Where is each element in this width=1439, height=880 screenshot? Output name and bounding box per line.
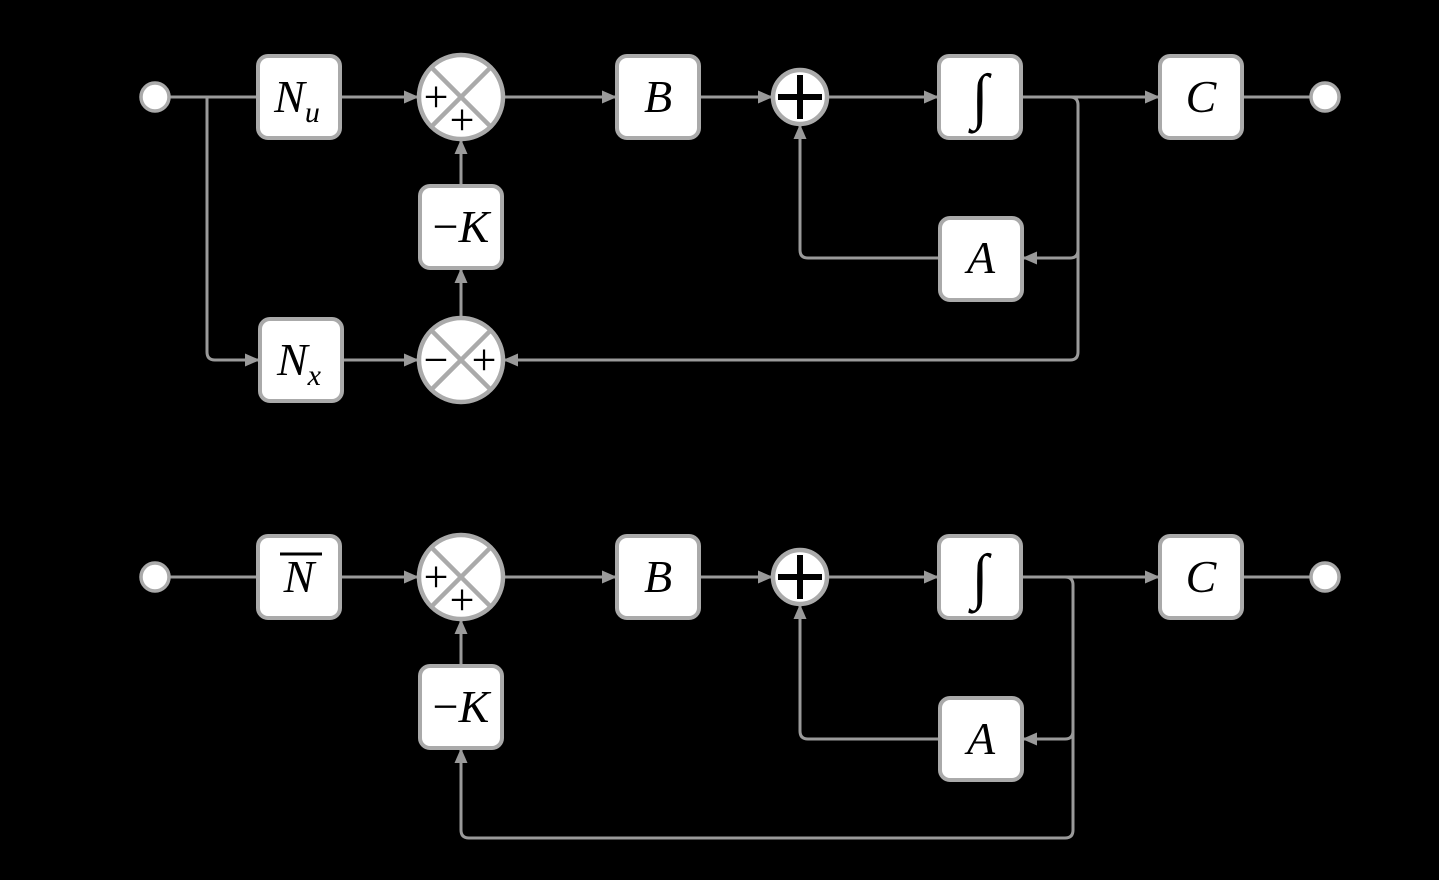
block-b-label: B — [644, 71, 672, 122]
block-nx-box — [258, 317, 344, 403]
cross-icon — [429, 545, 493, 609]
block-b-box — [615, 54, 701, 140]
block-nu-box — [256, 54, 342, 140]
cross-icon — [429, 65, 493, 129]
block-integrator: ∫ — [937, 534, 1023, 620]
sum-sign-right: + — [472, 336, 497, 385]
wire-a-to-plus-junction — [793, 604, 940, 741]
sum-junction-error: − + — [416, 315, 506, 405]
cross-icon — [429, 328, 493, 392]
block-nbar: N — [256, 534, 342, 620]
wire-state-feedback-to-error-sum — [503, 95, 1080, 367]
wire-a-to-plus-junction — [793, 124, 940, 260]
sum-sign-left: − — [424, 336, 449, 385]
block-c: C — [1158, 54, 1244, 140]
integrator-icon: ∫ — [968, 543, 993, 614]
block-c: C — [1158, 534, 1244, 620]
block-nu-label: Nu — [273, 71, 320, 129]
block-nx: Nx — [258, 317, 344, 403]
sum-junction-plant — [770, 67, 830, 127]
block-a-box — [938, 696, 1024, 782]
plus-icon — [778, 75, 822, 119]
block-b-label: B — [644, 551, 672, 602]
block-a: A — [938, 216, 1024, 302]
block-minus-k: −K — [418, 184, 504, 270]
output-port — [1309, 561, 1341, 593]
block-nbar-label: N — [283, 551, 317, 602]
wire-input-branch-to-nx — [205, 97, 260, 367]
sum-sign-bottom: + — [450, 96, 475, 145]
block-c-label: C — [1186, 71, 1218, 122]
block-minus-k-label: −K — [433, 681, 492, 732]
block-nbar-box — [256, 534, 342, 620]
input-port — [139, 81, 171, 113]
block-integrator-box — [937, 54, 1023, 140]
block-nu: Nu — [256, 54, 342, 140]
sum-junction-mix: + + — [416, 532, 506, 625]
bottom-diagram: N −K B ∫ A C + + — [139, 532, 1341, 840]
block-a: A — [938, 696, 1024, 782]
wire-state-feedback-to-minus-k — [454, 575, 1075, 840]
block-minus-k-box — [418, 664, 504, 750]
block-c-box — [1158, 54, 1244, 140]
block-b: B — [615, 534, 701, 620]
sum-junction-mix: + + — [416, 52, 506, 145]
sum-junction-plant — [770, 547, 830, 607]
block-c-label: C — [1186, 551, 1218, 602]
output-port — [1309, 81, 1341, 113]
block-a-label: A — [964, 713, 996, 764]
block-a-box — [938, 216, 1024, 302]
sum-sign-left: + — [424, 553, 449, 602]
integrator-icon: ∫ — [968, 63, 993, 134]
block-a-label: A — [964, 232, 996, 283]
plus-icon — [778, 555, 822, 599]
sum-sign-bottom: + — [450, 576, 475, 625]
block-minus-k-box — [418, 184, 504, 270]
block-minus-k: −K — [418, 664, 504, 750]
wire-feedback-to-a — [1022, 730, 1075, 746]
sum-sign-left: + — [424, 73, 449, 122]
input-port — [139, 561, 171, 593]
wire-feedback-to-a — [1022, 249, 1080, 265]
block-b: B — [615, 54, 701, 140]
top-diagram: Nu −K Nx B ∫ A C + — [139, 52, 1341, 405]
block-integrator: ∫ — [937, 54, 1023, 140]
block-c-box — [1158, 534, 1244, 620]
block-minus-k-label: −K — [433, 201, 492, 252]
block-b-box — [615, 534, 701, 620]
block-integrator-box — [937, 534, 1023, 620]
block-nx-label: Nx — [276, 334, 322, 392]
